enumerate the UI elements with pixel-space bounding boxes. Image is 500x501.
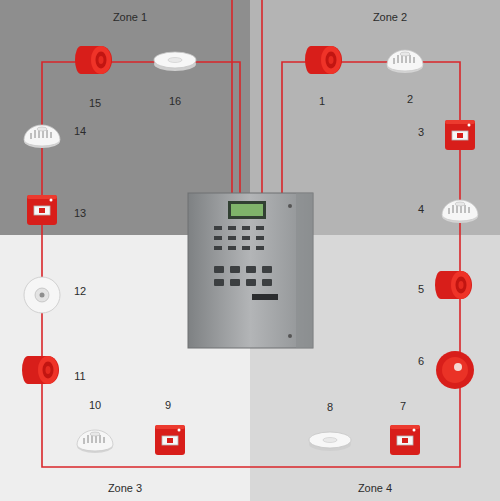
- smoke-detector: [387, 50, 423, 73]
- devices: [22, 46, 478, 455]
- manual-call-point: [27, 195, 57, 225]
- callout-number: 8: [327, 401, 333, 413]
- callout-number: 12: [74, 285, 86, 297]
- zone-label: Zone 2: [373, 11, 407, 23]
- callout-number-anchor: 10: [89, 395, 101, 413]
- callout-number: 14: [74, 125, 86, 137]
- manual-call-point: [155, 425, 185, 455]
- callout-number: 10: [89, 399, 101, 411]
- callout-number: 13: [74, 207, 86, 219]
- callout-number: 7: [400, 400, 406, 412]
- callout-number-anchor: 13: [74, 203, 86, 221]
- manual-call-point: [445, 120, 475, 150]
- callout-number-anchor: 3: [418, 122, 424, 140]
- sounder: [22, 356, 59, 384]
- multi-sensor-detector: [24, 277, 60, 313]
- callout-number-anchor: 1: [319, 91, 325, 109]
- callout-number: 1: [319, 95, 325, 107]
- zone-label-anchor: Zone 3: [108, 478, 142, 496]
- callout-number-anchor: 15: [89, 93, 101, 111]
- sounder: [305, 46, 342, 74]
- sounder: [435, 271, 472, 299]
- smoke-detector: [24, 125, 60, 148]
- callout-number: 6: [418, 355, 424, 367]
- sounder-beacon: [436, 351, 474, 389]
- zone-label-anchor: Zone 1: [113, 7, 147, 25]
- wire: [231, 0, 233, 196]
- callout-number-anchor: 11: [74, 366, 85, 384]
- zone-label: Zone 3: [108, 482, 142, 494]
- callout-number-anchor: 2: [407, 89, 413, 107]
- callout-number: 15: [89, 97, 101, 109]
- control-panel: [188, 193, 313, 348]
- callout-number-anchor: 16: [169, 91, 181, 109]
- callout-number: 4: [418, 203, 424, 215]
- callout-number-anchor: 12: [74, 281, 86, 299]
- wire-loop: [42, 62, 460, 467]
- callout-number-anchor: 8: [327, 397, 333, 415]
- heat-detector: [154, 52, 196, 71]
- callout-number: 11: [74, 370, 85, 382]
- smoke-detector: [77, 430, 113, 453]
- callout-number: 9: [165, 399, 171, 411]
- callout-number-anchor: 5: [418, 279, 424, 297]
- callout-number-anchor: 4: [418, 199, 424, 217]
- callout-number: 16: [169, 95, 181, 107]
- callout-number-anchor: 7: [400, 396, 406, 414]
- callout-number: 2: [407, 93, 413, 105]
- wire: [261, 0, 263, 196]
- zone-label: Zone 1: [113, 11, 147, 23]
- callout-number-anchor: 9: [165, 395, 171, 413]
- callout-number: 3: [418, 126, 424, 138]
- manual-call-point: [390, 425, 420, 455]
- smoke-detector: [442, 200, 478, 223]
- wiring: [42, 0, 460, 467]
- callout-number-anchor: 14: [74, 121, 86, 139]
- heat-detector: [309, 432, 351, 451]
- sounder: [75, 46, 112, 74]
- zone-label-anchor: Zone 4: [358, 478, 392, 496]
- callout-number-anchor: 6: [418, 351, 424, 369]
- zone-label-anchor: Zone 2: [373, 7, 407, 25]
- zone-label: Zone 4: [358, 482, 392, 494]
- callout-number: 5: [418, 283, 424, 295]
